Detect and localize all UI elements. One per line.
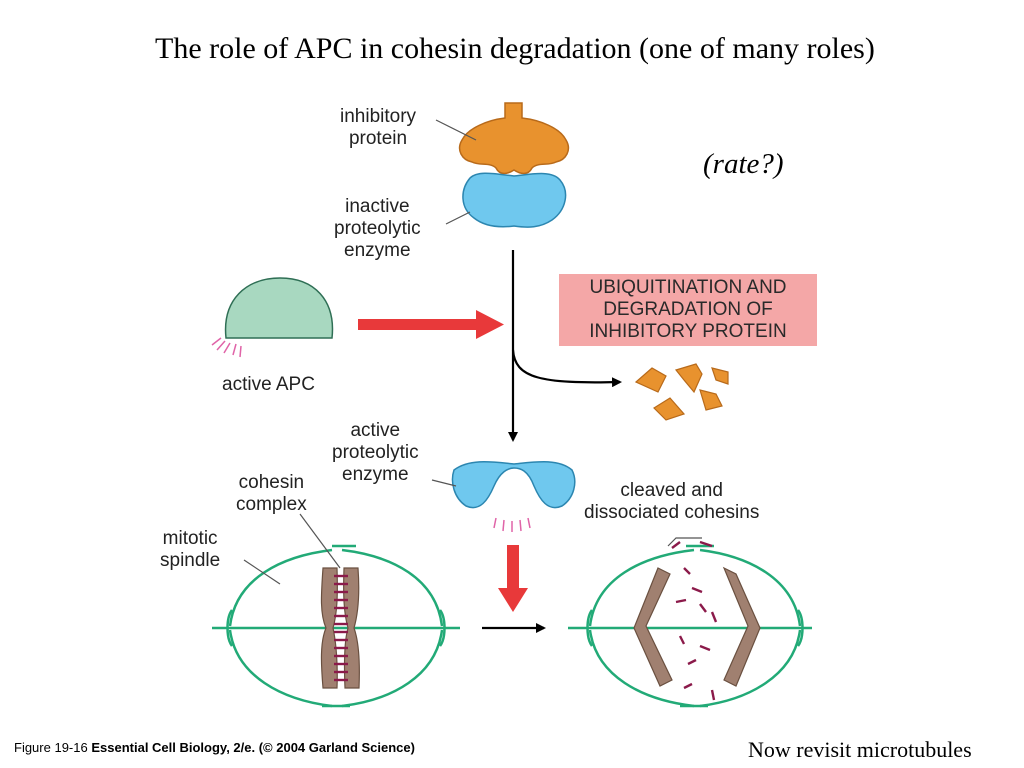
enzyme-activity-ticks xyxy=(493,517,531,532)
label-cleaved-cohesins: cleaved and dissociated cohesins xyxy=(584,480,760,523)
inhibitory-leader-line xyxy=(435,119,477,141)
branch-arrow xyxy=(511,349,622,388)
ubiquitination-box: UBIQUITINATION AND DEGRADATION OF INHIBI… xyxy=(559,274,817,346)
label-inactive-enzyme: inactive proteolytic enzyme xyxy=(334,196,421,261)
figure-caption: Figure 19-16 Essential Cell Biology, 2/e… xyxy=(14,740,415,755)
figure-number: Figure 19-16 xyxy=(14,740,88,755)
figure-source: Essential Cell Biology, 2/e. (© 2004 Gar… xyxy=(91,740,415,755)
cohesin-leader-line xyxy=(299,513,341,569)
inactive-leader-line xyxy=(445,211,471,225)
label-active-apc: active APC xyxy=(222,374,315,395)
cohesin-complex xyxy=(320,567,360,689)
right-spindle xyxy=(568,544,812,708)
label-cohesin-complex: cohesin complex xyxy=(236,472,307,515)
active-apc-shape xyxy=(211,277,334,358)
ubiquitination-box-text: UBIQUITINATION AND DEGRADATION OF INHIBI… xyxy=(589,277,787,342)
active-enzyme-leader-line xyxy=(431,479,457,487)
label-mitotic-spindle: mitotic spindle xyxy=(160,528,221,571)
inhibitory-protein-shape xyxy=(458,102,570,175)
rate-note: (rate?) xyxy=(703,148,784,180)
left-spindle xyxy=(212,544,460,708)
separated-chromatids xyxy=(633,566,761,687)
cleaved-leader-line xyxy=(667,537,702,547)
apc-action-arrow xyxy=(358,310,504,339)
label-inhibitory-protein: inhibitory protein xyxy=(340,106,417,149)
protein-fragments xyxy=(634,363,729,421)
inactive-enzyme-shape xyxy=(462,172,567,228)
label-active-enzyme: active proteolytic enzyme xyxy=(332,420,419,485)
apc-activity-ticks xyxy=(211,337,242,358)
cleavage-arrow xyxy=(498,545,528,612)
slide-title: The role of APC in cohesin degradation (… xyxy=(155,32,875,65)
spindle-leader-line xyxy=(243,559,281,585)
footer-note: Now revisit microtubules xyxy=(748,737,972,762)
cleaved-cohesin-fragments xyxy=(671,540,718,701)
active-enzyme-shape xyxy=(451,460,576,532)
